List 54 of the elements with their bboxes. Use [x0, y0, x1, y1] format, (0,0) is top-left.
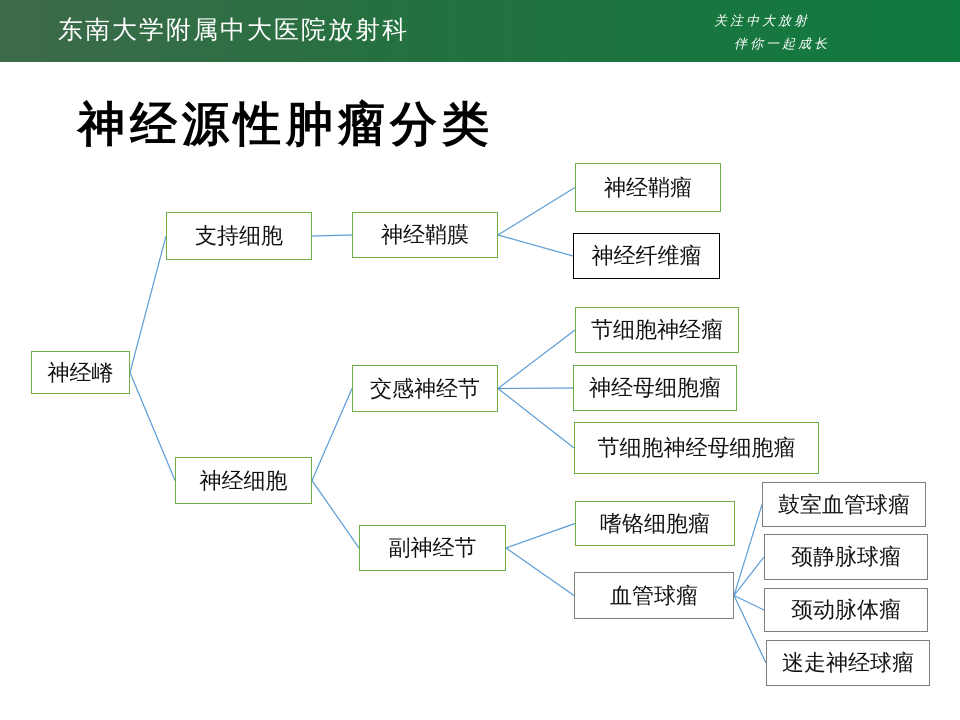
slogan-text: 关注中大放射	[714, 14, 810, 27]
category-box	[359, 525, 506, 571]
connector-line	[312, 480, 360, 548]
slide-title: 神经源性肿瘤分类	[78, 100, 494, 147]
category-box	[575, 307, 739, 353]
box-label: 节细胞神经瘤	[591, 316, 723, 344]
category-box	[766, 640, 930, 686]
connector-line	[498, 387, 573, 390]
category-box	[574, 422, 819, 474]
category-box	[175, 457, 312, 504]
box-label: 支持细胞	[195, 222, 283, 250]
connector-line	[733, 595, 767, 664]
category-box	[31, 351, 130, 394]
category-box	[352, 365, 498, 412]
box-label: 节细胞神经母细胞瘤	[598, 434, 796, 462]
box-label: 神经纤维瘤	[592, 242, 702, 270]
category-box	[166, 212, 312, 260]
connector-line	[734, 556, 764, 596]
category-box	[762, 482, 926, 527]
box-label: 神经鞘膜	[381, 221, 469, 249]
connector-line	[312, 234, 352, 237]
header-text: 东南大学附属中大医院放射科	[58, 17, 409, 42]
connector-line	[733, 504, 763, 596]
connector-line	[498, 186, 576, 236]
connector-line	[506, 522, 576, 549]
connector-line	[129, 236, 167, 373]
category-box	[575, 501, 735, 546]
box-label: 交感神经节	[370, 374, 480, 402]
connector-line	[506, 548, 574, 596]
slogan-text: 伴你一起成长	[734, 37, 830, 50]
connector-line	[498, 330, 576, 389]
box-label: 血管球瘤	[610, 582, 698, 610]
connector-line	[734, 594, 764, 611]
category-box	[573, 233, 720, 279]
connector-line	[129, 372, 176, 481]
connector-line	[498, 234, 574, 257]
category-box	[764, 534, 928, 580]
box-label: 嗜铬细胞瘤	[600, 510, 710, 538]
box-label: 颈动脉体瘤	[791, 596, 901, 624]
box-label: 鼓室血管球瘤	[778, 490, 910, 518]
box-label: 神经细胞	[200, 466, 288, 494]
category-box	[574, 572, 734, 619]
box-label: 颈静脉球瘤	[791, 543, 901, 571]
category-box	[573, 365, 737, 411]
connector-line	[498, 388, 574, 448]
box-label: 神经母细胞瘤	[589, 374, 721, 402]
box-label: 神经嵴	[48, 358, 114, 386]
box-label: 神经鞘瘤	[604, 174, 692, 202]
box-label: 副神经节	[388, 534, 476, 562]
category-box	[575, 163, 721, 212]
category-box	[352, 212, 498, 258]
category-box	[764, 588, 928, 632]
box-label: 迷走神经球瘤	[782, 649, 914, 677]
connector-line	[311, 388, 353, 481]
